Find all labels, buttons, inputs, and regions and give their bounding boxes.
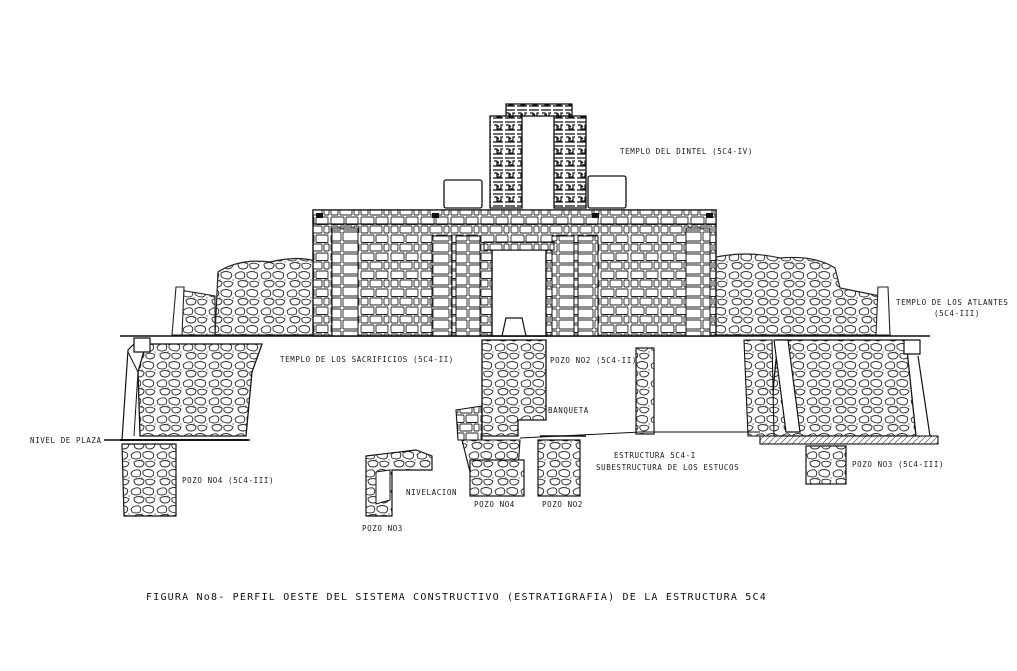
- temple-masonry-wall: [312, 209, 717, 337]
- label-pozo-3-right: POZO No3 (5C4-III): [852, 460, 945, 469]
- label-estructura-1: ESTRUCTURA 5C4-I: [614, 451, 696, 460]
- label-pozo-4-left: POZO No4 (5C4-III): [182, 476, 275, 485]
- plaza-level: [104, 435, 939, 445]
- label-subestructura: SUBESTRUCTURA DE LOS ESTUCOS: [596, 463, 740, 472]
- right-lower-substructure: [743, 339, 931, 437]
- left-lower-substructure: [121, 337, 263, 441]
- lintel-temple-jambs: [443, 103, 627, 209]
- label-nivel-plaza: NIVEL DE PLAZA: [30, 436, 102, 445]
- lower-pits: [121, 439, 847, 517]
- label-pozo-2-bottom: POZO No2: [542, 500, 583, 509]
- label-pozo-4-bottom: POZO No4: [474, 500, 515, 509]
- label-banqueta: BANQUETA: [548, 406, 589, 415]
- label-temple-atlantes: TEMPLO DE LOS ATLANTES: [896, 298, 1009, 307]
- upper-rubble-mounds: [171, 253, 891, 336]
- label-nivelacion: NIVELACION: [406, 488, 458, 497]
- label-pozo-3-bottom: POZO No3: [362, 524, 403, 533]
- label-pozo-2-upper: POZO No2 (5C4-II): [550, 356, 637, 365]
- figure-caption: FIGURA No8- PERFIL OESTE DEL SISTEMA CON…: [146, 592, 767, 603]
- label-temple-atlantes-code: (5C4-III): [934, 309, 981, 318]
- label-temple-dintel: TEMPLO DEL DINTEL (5C4-IV): [620, 147, 753, 156]
- label-temple-sacrificios: TEMPLO DE LOS SACRIFICIOS (5C4-II): [280, 355, 454, 364]
- central-pits: [455, 339, 760, 473]
